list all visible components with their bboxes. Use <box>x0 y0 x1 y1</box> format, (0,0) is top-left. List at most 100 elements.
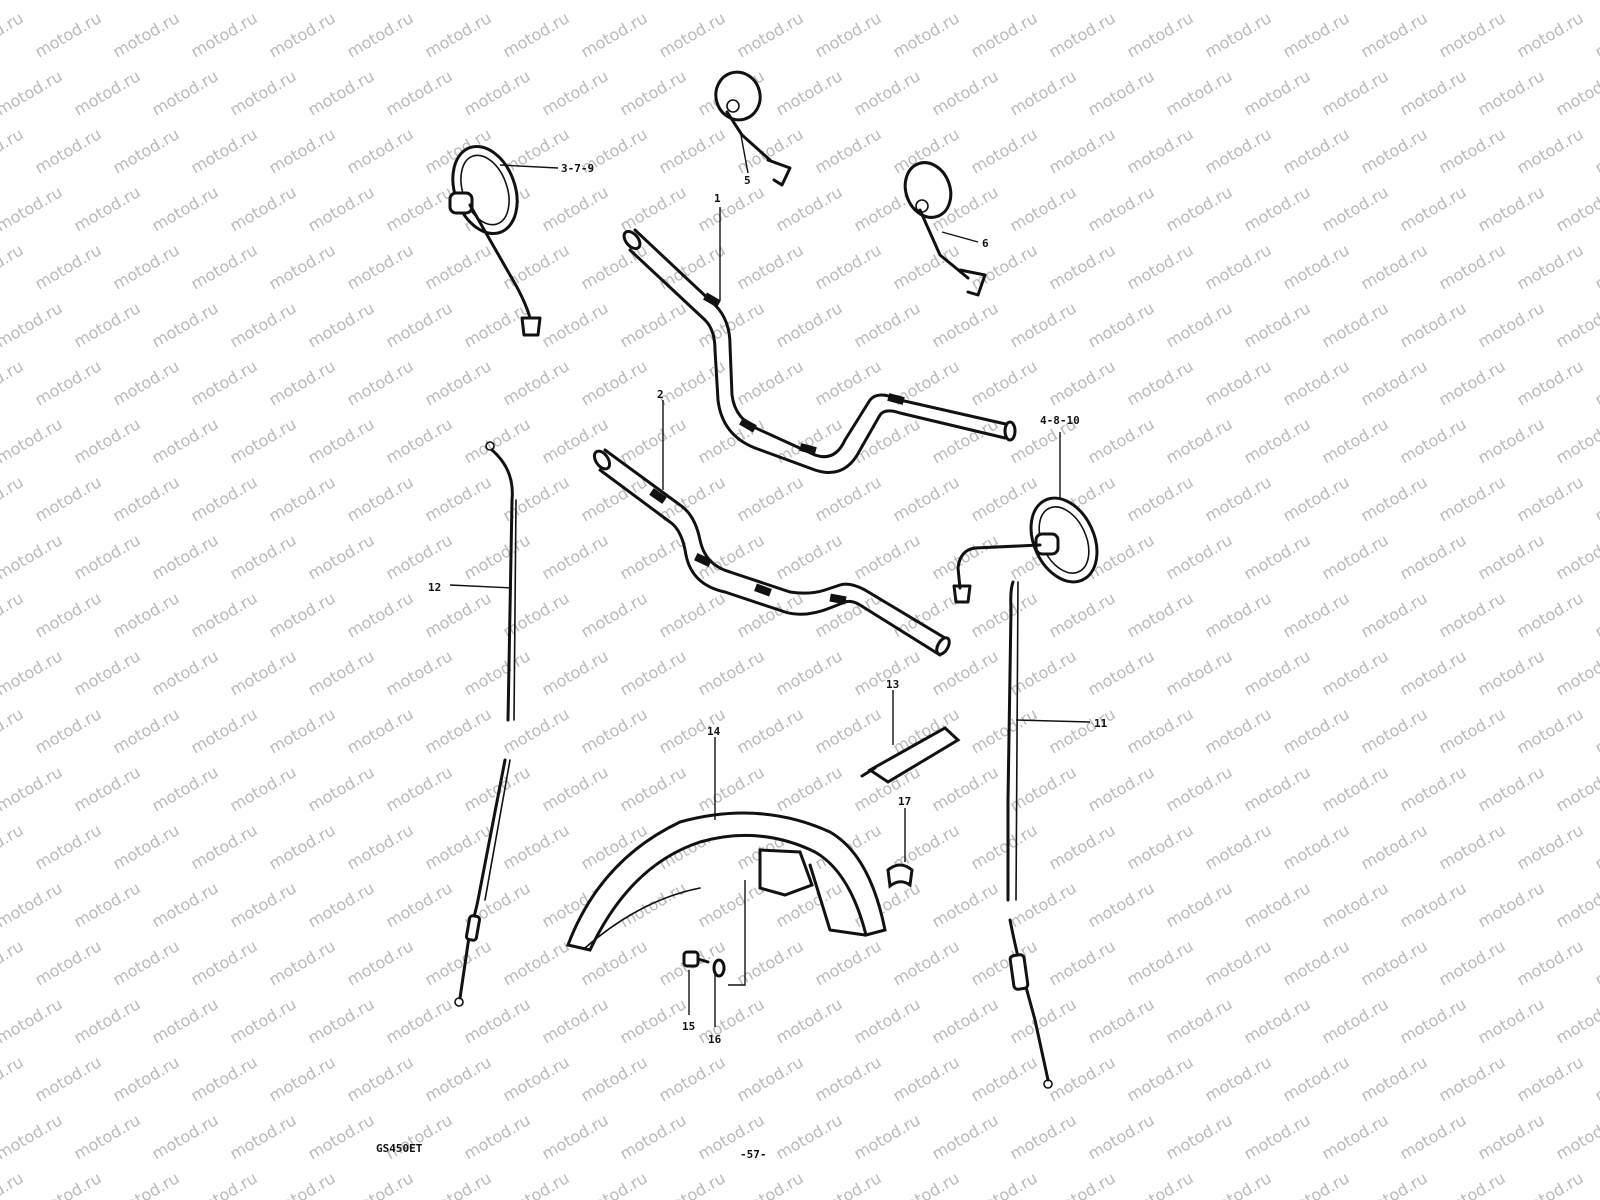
watermark-text: motod.ru <box>929 1110 1002 1163</box>
watermark-text: motod.ru <box>1202 704 1275 757</box>
watermark-text: motod.ru <box>1241 646 1314 699</box>
watermark-text: motod.ru <box>1007 66 1080 119</box>
watermark-text: motod.ru <box>422 1168 495 1200</box>
callout-2: 2 <box>657 388 664 401</box>
watermark-text: motod.ru <box>617 66 690 119</box>
watermark-text: motod.ru <box>1475 646 1548 699</box>
watermark-text: motod.ru <box>695 414 768 467</box>
watermark-text: motod.ru <box>890 472 963 525</box>
watermark-text: motod.ru <box>1553 994 1600 1047</box>
watermark-text: motod.ru <box>1124 240 1197 293</box>
watermark-text: motod.ru <box>539 1110 612 1163</box>
watermark-text: motod.ru <box>0 1110 66 1163</box>
watermark-text: motod.ru <box>0 66 66 119</box>
cable-11 <box>1006 580 1053 1089</box>
watermark-text: motod.ru <box>617 1110 690 1163</box>
watermark-text: motod.ru <box>578 1168 651 1200</box>
watermark-text: motod.ru <box>422 472 495 525</box>
watermark-text: motod.ru <box>188 1052 261 1105</box>
watermark-text: motod.ru <box>1358 124 1431 177</box>
watermark-text: motod.ru <box>734 472 807 525</box>
watermark-text: motod.ru <box>929 530 1002 583</box>
watermark-text: motod.ru <box>890 936 963 989</box>
watermark-text: motod.ru <box>0 240 27 293</box>
watermark-text: motod.ru <box>500 356 573 409</box>
watermark-text: motod.ru <box>110 704 183 757</box>
watermark-text: motod.ru <box>500 704 573 757</box>
watermark-text: motod.ru <box>929 298 1002 351</box>
watermark-text: motod.ru <box>968 240 1041 293</box>
watermark-text: motod.ru <box>1397 298 1470 351</box>
watermark-text: motod.ru <box>1319 878 1392 931</box>
watermark-text: motod.ru <box>1241 530 1314 583</box>
watermark-text: motod.ru <box>578 1052 651 1105</box>
watermark-text: motod.ru <box>227 530 300 583</box>
watermark-text: motod.ru <box>851 994 924 1047</box>
callout-15: 15 <box>682 1020 695 1033</box>
watermark-text: motod.ru <box>851 1110 924 1163</box>
watermark-text: motod.ru <box>812 240 885 293</box>
watermark-text: motod.ru <box>422 1052 495 1105</box>
watermark-text: motod.ru <box>1241 0 1314 3</box>
watermark-text: motod.ru <box>1007 994 1080 1047</box>
watermark-text: motod.ru <box>1436 356 1509 409</box>
watermark-text: motod.ru <box>539 646 612 699</box>
watermark-text: motod.ru <box>1397 646 1470 699</box>
watermark-text: motod.ru <box>968 588 1041 641</box>
watermark-text: motod.ru <box>1514 240 1587 293</box>
watermark-text: motod.ru <box>1592 356 1600 409</box>
watermark-text: motod.ru <box>617 414 690 467</box>
watermark-text: motod.ru <box>383 994 456 1047</box>
watermark-text: motod.ru <box>149 646 222 699</box>
watermark-text: motod.ru <box>1124 1052 1197 1105</box>
watermark-text: motod.ru <box>539 762 612 815</box>
watermark-text: motod.ru <box>1163 0 1236 3</box>
watermark-text: motod.ru <box>1436 1052 1509 1105</box>
watermark-text: motod.ru <box>1553 182 1600 235</box>
watermark-text: motod.ru <box>773 530 846 583</box>
watermark-text: motod.ru <box>1007 298 1080 351</box>
watermark-text: motod.ru <box>1592 240 1600 293</box>
watermark-text: motod.ru <box>461 530 534 583</box>
watermark-text: motod.ru <box>500 240 573 293</box>
handlebar-2 <box>592 448 951 657</box>
watermark-text: motod.ru <box>1202 356 1275 409</box>
watermark-text: motod.ru <box>461 66 534 119</box>
watermark-text: motod.ru <box>1124 472 1197 525</box>
watermark-text: motod.ru <box>0 762 66 815</box>
watermark-text: motod.ru <box>929 762 1002 815</box>
watermark-text: motod.ru <box>617 0 690 3</box>
callout-11: 11 <box>1094 717 1108 730</box>
watermark-text: motod.ru <box>422 936 495 989</box>
watermark-text: motod.ru <box>1319 1110 1392 1163</box>
watermark-text: motod.ru <box>188 588 261 641</box>
watermark-text: motod.ru <box>773 298 846 351</box>
watermark-text: motod.ru <box>1007 878 1080 931</box>
watermark-text: motod.ru <box>1241 762 1314 815</box>
watermark-text: motod.ru <box>227 298 300 351</box>
watermark-text: motod.ru <box>617 994 690 1047</box>
watermark-text: motod.ru <box>500 1168 573 1200</box>
watermark-text: motod.ru <box>812 356 885 409</box>
watermark-text: motod.ru <box>305 646 378 699</box>
callout-3-7-9: 3-7-9 <box>561 162 594 175</box>
watermark-text: motod.ru <box>0 1052 27 1105</box>
watermark-text: motod.ru <box>656 1168 729 1200</box>
watermark-text: motod.ru <box>383 1110 456 1163</box>
watermark-text: motod.ru <box>266 1168 339 1200</box>
page-number: -57- <box>740 1148 767 1161</box>
watermark-text: motod.ru <box>1553 878 1600 931</box>
watermark-text: motod.ru <box>968 124 1041 177</box>
watermark-text: motod.ru <box>149 530 222 583</box>
watermark-text: motod.ru <box>32 704 105 757</box>
watermark-text: motod.ru <box>812 1168 885 1200</box>
watermark-text: motod.ru <box>1553 530 1600 583</box>
watermark-text: motod.ru <box>656 8 729 61</box>
watermark-text: motod.ru <box>305 182 378 235</box>
watermark-text: motod.ru <box>383 762 456 815</box>
watermark-text: motod.ru <box>1046 1052 1119 1105</box>
callout-12: 12 <box>428 581 441 594</box>
watermark-text: motod.ru <box>1397 0 1470 3</box>
watermark-text: motod.ru <box>0 8 27 61</box>
